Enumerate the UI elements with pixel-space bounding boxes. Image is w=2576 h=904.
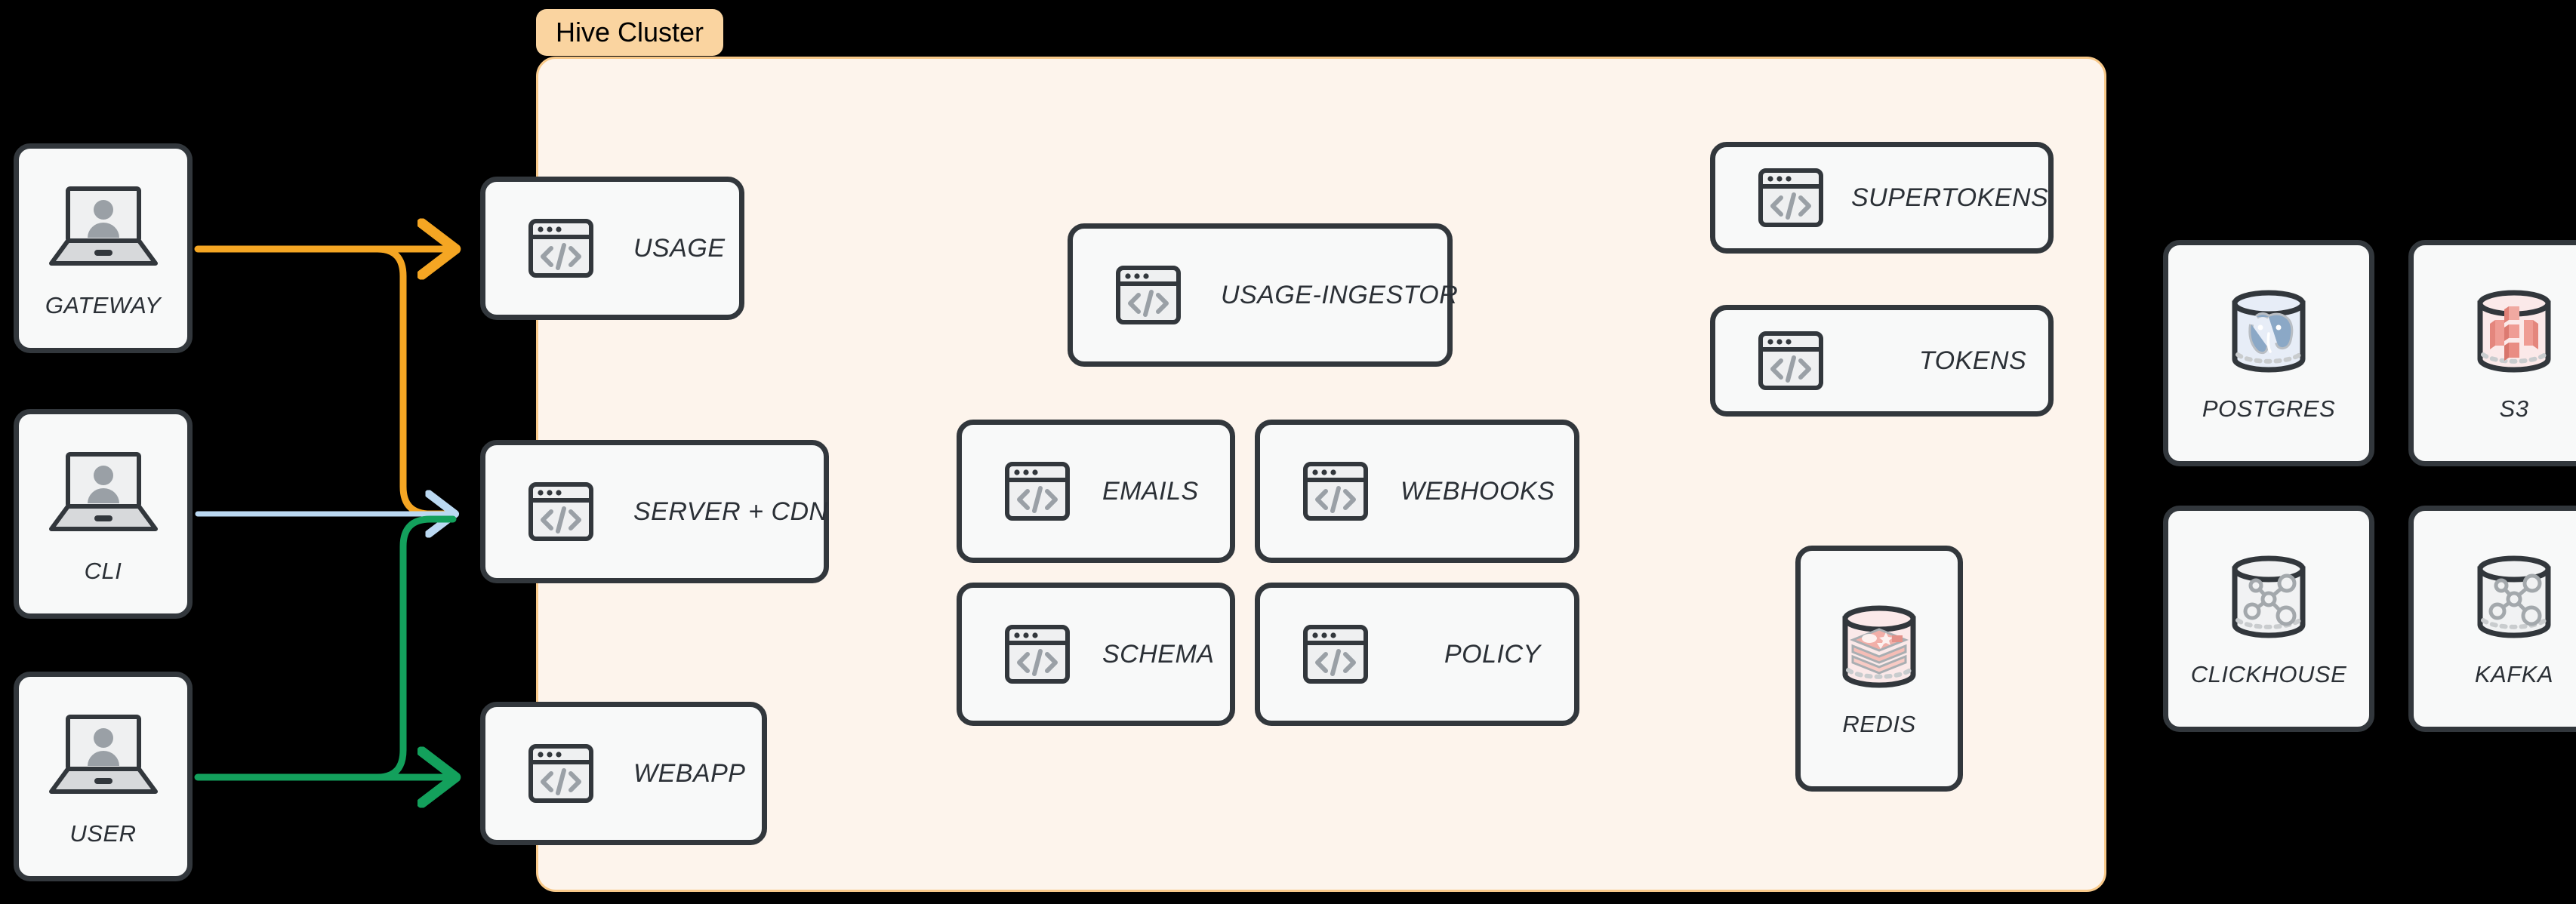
store-label: KAFKA [2474,661,2554,687]
laptop-user-icon [46,713,161,801]
service-node-supertokens[interactable]: SUPERTOKENS [1710,142,2054,254]
service-node-schema[interactable]: SCHEMA [957,583,1235,726]
code-window-icon [528,218,594,278]
code-window-icon [1302,461,1369,521]
client-node-user[interactable]: USER [14,672,193,881]
service-node-webhooks[interactable]: WEBHOOKS [1255,420,1579,563]
service-label: POLICY [1444,639,1541,669]
laptop-user-icon [46,450,161,538]
store-label: S3 [2499,395,2529,422]
code-window-icon [1004,461,1071,521]
s3-cylinder-icon [2467,284,2562,379]
client-node-cli[interactable]: CLI [14,409,193,619]
store-node-s3[interactable]: S3 [2408,240,2576,466]
code-window-icon [528,481,594,542]
code-window-icon [1115,265,1182,325]
code-window-icon [1302,624,1369,684]
service-node-policy[interactable]: POLICY [1255,583,1579,726]
store-node-redis[interactable]: REDIS [1795,546,1963,792]
code-window-icon [1758,168,1824,228]
graph-cylinder-icon [2221,549,2316,644]
code-window-icon [1758,331,1824,391]
service-node-usage-ingestor[interactable]: USAGE-INGESTOR [1068,223,1458,367]
graph-cylinder-icon [2467,549,2562,644]
service-label: SCHEMA [1102,639,1215,669]
client-node-gateway[interactable]: GATEWAY [14,143,193,353]
service-label: WEBAPP [633,758,746,788]
client-label: USER [69,820,137,847]
code-window-icon [1004,624,1071,684]
wire-gateway-to-server-cdn [374,245,457,518]
hive-cluster-badge: Hive Cluster [536,9,724,56]
service-label: SERVER + CDN [633,497,828,526]
store-node-clickhouse[interactable]: CLICKHOUSE [2163,506,2374,732]
service-node-webapp[interactable]: WEBAPP [480,702,767,845]
service-node-server-cdn[interactable]: SERVER + CDN [480,440,829,583]
code-window-icon [528,743,594,804]
laptop-user-icon [46,185,161,272]
store-label: CLICKHOUSE [2190,661,2347,687]
service-node-usage[interactable]: USAGE [480,177,744,320]
service-label: SUPERTOKENS [1851,183,2049,212]
client-label: CLI [84,558,122,584]
service-node-emails[interactable]: EMAILS [957,420,1235,563]
store-node-kafka[interactable]: KAFKA [2408,506,2576,732]
redis-cylinder-icon [1832,599,1927,694]
store-node-postgres[interactable]: POSTGRES [2163,240,2374,466]
service-label: USAGE-INGESTOR [1221,280,1459,309]
service-node-tokens[interactable]: TOKENS [1710,305,2054,417]
store-label: POSTGRES [2202,395,2336,422]
store-label: REDIS [1842,711,1916,737]
client-label: GATEWAY [45,292,162,318]
service-label: TOKENS [1919,346,2027,375]
postgres-cylinder-icon [2221,284,2316,379]
service-label: WEBHOOKS [1400,476,1555,506]
service-label: EMAILS [1102,476,1199,506]
service-label: USAGE [633,233,726,263]
wire-user-to-server-cdn [374,515,457,781]
